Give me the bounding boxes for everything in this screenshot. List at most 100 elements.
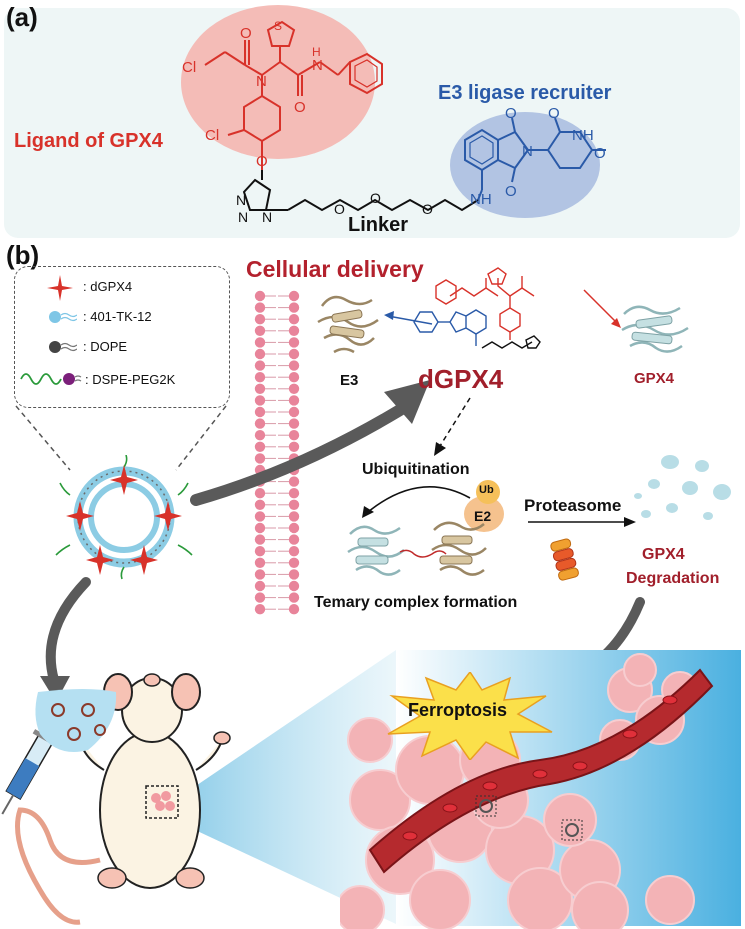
membrane-lipid-head bbox=[254, 314, 266, 325]
tumor-cell bbox=[623, 653, 657, 687]
s-atom: S bbox=[274, 19, 282, 33]
proteasome-icon bbox=[550, 538, 579, 581]
legend-item-dope: : DOPE bbox=[39, 337, 219, 357]
n-atom-3: N bbox=[236, 192, 246, 208]
membrane-lipid-head bbox=[288, 290, 300, 302]
nanoparticle-marker bbox=[561, 819, 583, 841]
red-blood-cell bbox=[532, 769, 548, 779]
ligand-of-gpx4-label: Ligand of GPX4 bbox=[14, 130, 163, 152]
tumor-cell bbox=[507, 867, 573, 929]
membrane-lipid-head bbox=[288, 499, 300, 510]
n-atom-1: N bbox=[256, 73, 267, 90]
membrane-lipid-head bbox=[254, 325, 266, 336]
e3-protein bbox=[317, 295, 379, 354]
ternary-complex bbox=[347, 521, 487, 576]
legend-item-dgpx4: : dGPX4 bbox=[39, 275, 219, 301]
membrane-lipid-head bbox=[254, 580, 266, 592]
tumor-cell bbox=[571, 881, 629, 929]
o-atom-4: O bbox=[334, 201, 345, 217]
cl-atom-1: Cl bbox=[182, 59, 196, 76]
membrane-lipid-head bbox=[254, 499, 266, 510]
dgpx4-molecule bbox=[413, 267, 541, 349]
n-atom-4: N bbox=[238, 209, 248, 225]
gpx4-degradation-label-1: GPX4 bbox=[642, 546, 685, 563]
legend-item-peg: : DSPE-PEG2K bbox=[15, 367, 225, 391]
linker-label: Linker bbox=[348, 214, 409, 236]
dgpx4-label: dGPX4 bbox=[418, 364, 504, 394]
ub-badge bbox=[476, 480, 500, 504]
membrane-lipid-head bbox=[254, 569, 266, 580]
membrane-lipid-head bbox=[288, 360, 300, 371]
membrane-lipid-head bbox=[254, 534, 266, 545]
tumor-cell bbox=[349, 769, 411, 831]
membrane-lipid-head bbox=[288, 337, 300, 348]
h-atom-1: H bbox=[312, 45, 321, 59]
membrane-lipid-head bbox=[254, 395, 266, 406]
o-atom-10: O bbox=[594, 145, 606, 162]
nh-atom-1: NH bbox=[572, 127, 594, 144]
lnp-droplet bbox=[35, 689, 117, 752]
ubiquitination-label: Ubiquitination bbox=[362, 461, 470, 478]
red-blood-cell bbox=[442, 803, 458, 813]
membrane-lipid-head bbox=[288, 302, 300, 313]
o-atom-3: O bbox=[256, 153, 268, 170]
membrane-lipid-head bbox=[254, 337, 266, 348]
cell-membrane bbox=[254, 290, 300, 615]
membrane-lipid-head bbox=[288, 441, 300, 452]
degradation-fragments bbox=[634, 455, 731, 520]
dgpx4-star-icon bbox=[47, 275, 73, 301]
e3-ligase-recruiter-label: E3 ligase recruiter bbox=[438, 82, 612, 104]
o-atom-5: O bbox=[370, 190, 381, 206]
red-blood-cell bbox=[622, 729, 638, 739]
membrane-lipid-head bbox=[254, 592, 266, 603]
e3-ellipse bbox=[450, 112, 600, 218]
e2-label: E2 bbox=[474, 508, 492, 524]
membrane-lipid-head bbox=[254, 488, 266, 499]
panel-a-label: (a) bbox=[6, 2, 38, 32]
membrane-lipid-head bbox=[254, 546, 266, 557]
membrane-lipid-head bbox=[254, 522, 266, 534]
membrane-lipid-head bbox=[288, 488, 300, 499]
membrane-lipid-head bbox=[254, 372, 266, 383]
membrane-lipid-head bbox=[254, 302, 266, 313]
gpx4-degradation-label-2: Degradation bbox=[626, 570, 720, 587]
panel-b-label: (b) bbox=[6, 240, 40, 270]
membrane-lipid-head bbox=[254, 604, 266, 615]
o-atom-2: O bbox=[294, 99, 306, 116]
membrane-lipid-head bbox=[288, 522, 300, 534]
o-atom-7: O bbox=[505, 105, 517, 122]
ub-label: Ub bbox=[479, 484, 494, 496]
membrane-lipid-head bbox=[288, 580, 300, 592]
membrane-lipid-head bbox=[254, 290, 266, 302]
tumor-cell bbox=[645, 875, 695, 925]
membrane-lipid-head bbox=[288, 604, 300, 615]
o-atom-6: O bbox=[422, 201, 433, 217]
proteasome-label: Proteasome bbox=[524, 496, 622, 515]
gpx4-top-label: GPX4 bbox=[634, 370, 675, 387]
membrane-lipid-head bbox=[288, 418, 300, 429]
n-atom-6: N bbox=[522, 143, 533, 160]
tumor-cell bbox=[347, 717, 393, 763]
cl-atom-2: Cl bbox=[205, 127, 219, 144]
membrane-lipid-head bbox=[288, 383, 300, 394]
legend-box: : dGPX4 : 401-TK-12 : DOPE : DSPE-PEG2K bbox=[14, 266, 230, 408]
ligand-ellipse bbox=[181, 5, 375, 159]
membrane-lipid-head bbox=[288, 430, 300, 441]
membrane-lipid-head bbox=[254, 453, 266, 464]
red-blood-cell bbox=[482, 781, 498, 791]
n-atom-2: N bbox=[312, 57, 323, 74]
nh-atom-2: NH bbox=[470, 191, 492, 208]
lipid-nanoparticle bbox=[55, 455, 193, 580]
membrane-lipid-head bbox=[288, 395, 300, 406]
nanoparticle-dot bbox=[565, 823, 579, 837]
tumor-cell bbox=[340, 885, 385, 929]
e3-label: E3 bbox=[340, 372, 359, 389]
membrane-lipid-head bbox=[288, 406, 300, 418]
